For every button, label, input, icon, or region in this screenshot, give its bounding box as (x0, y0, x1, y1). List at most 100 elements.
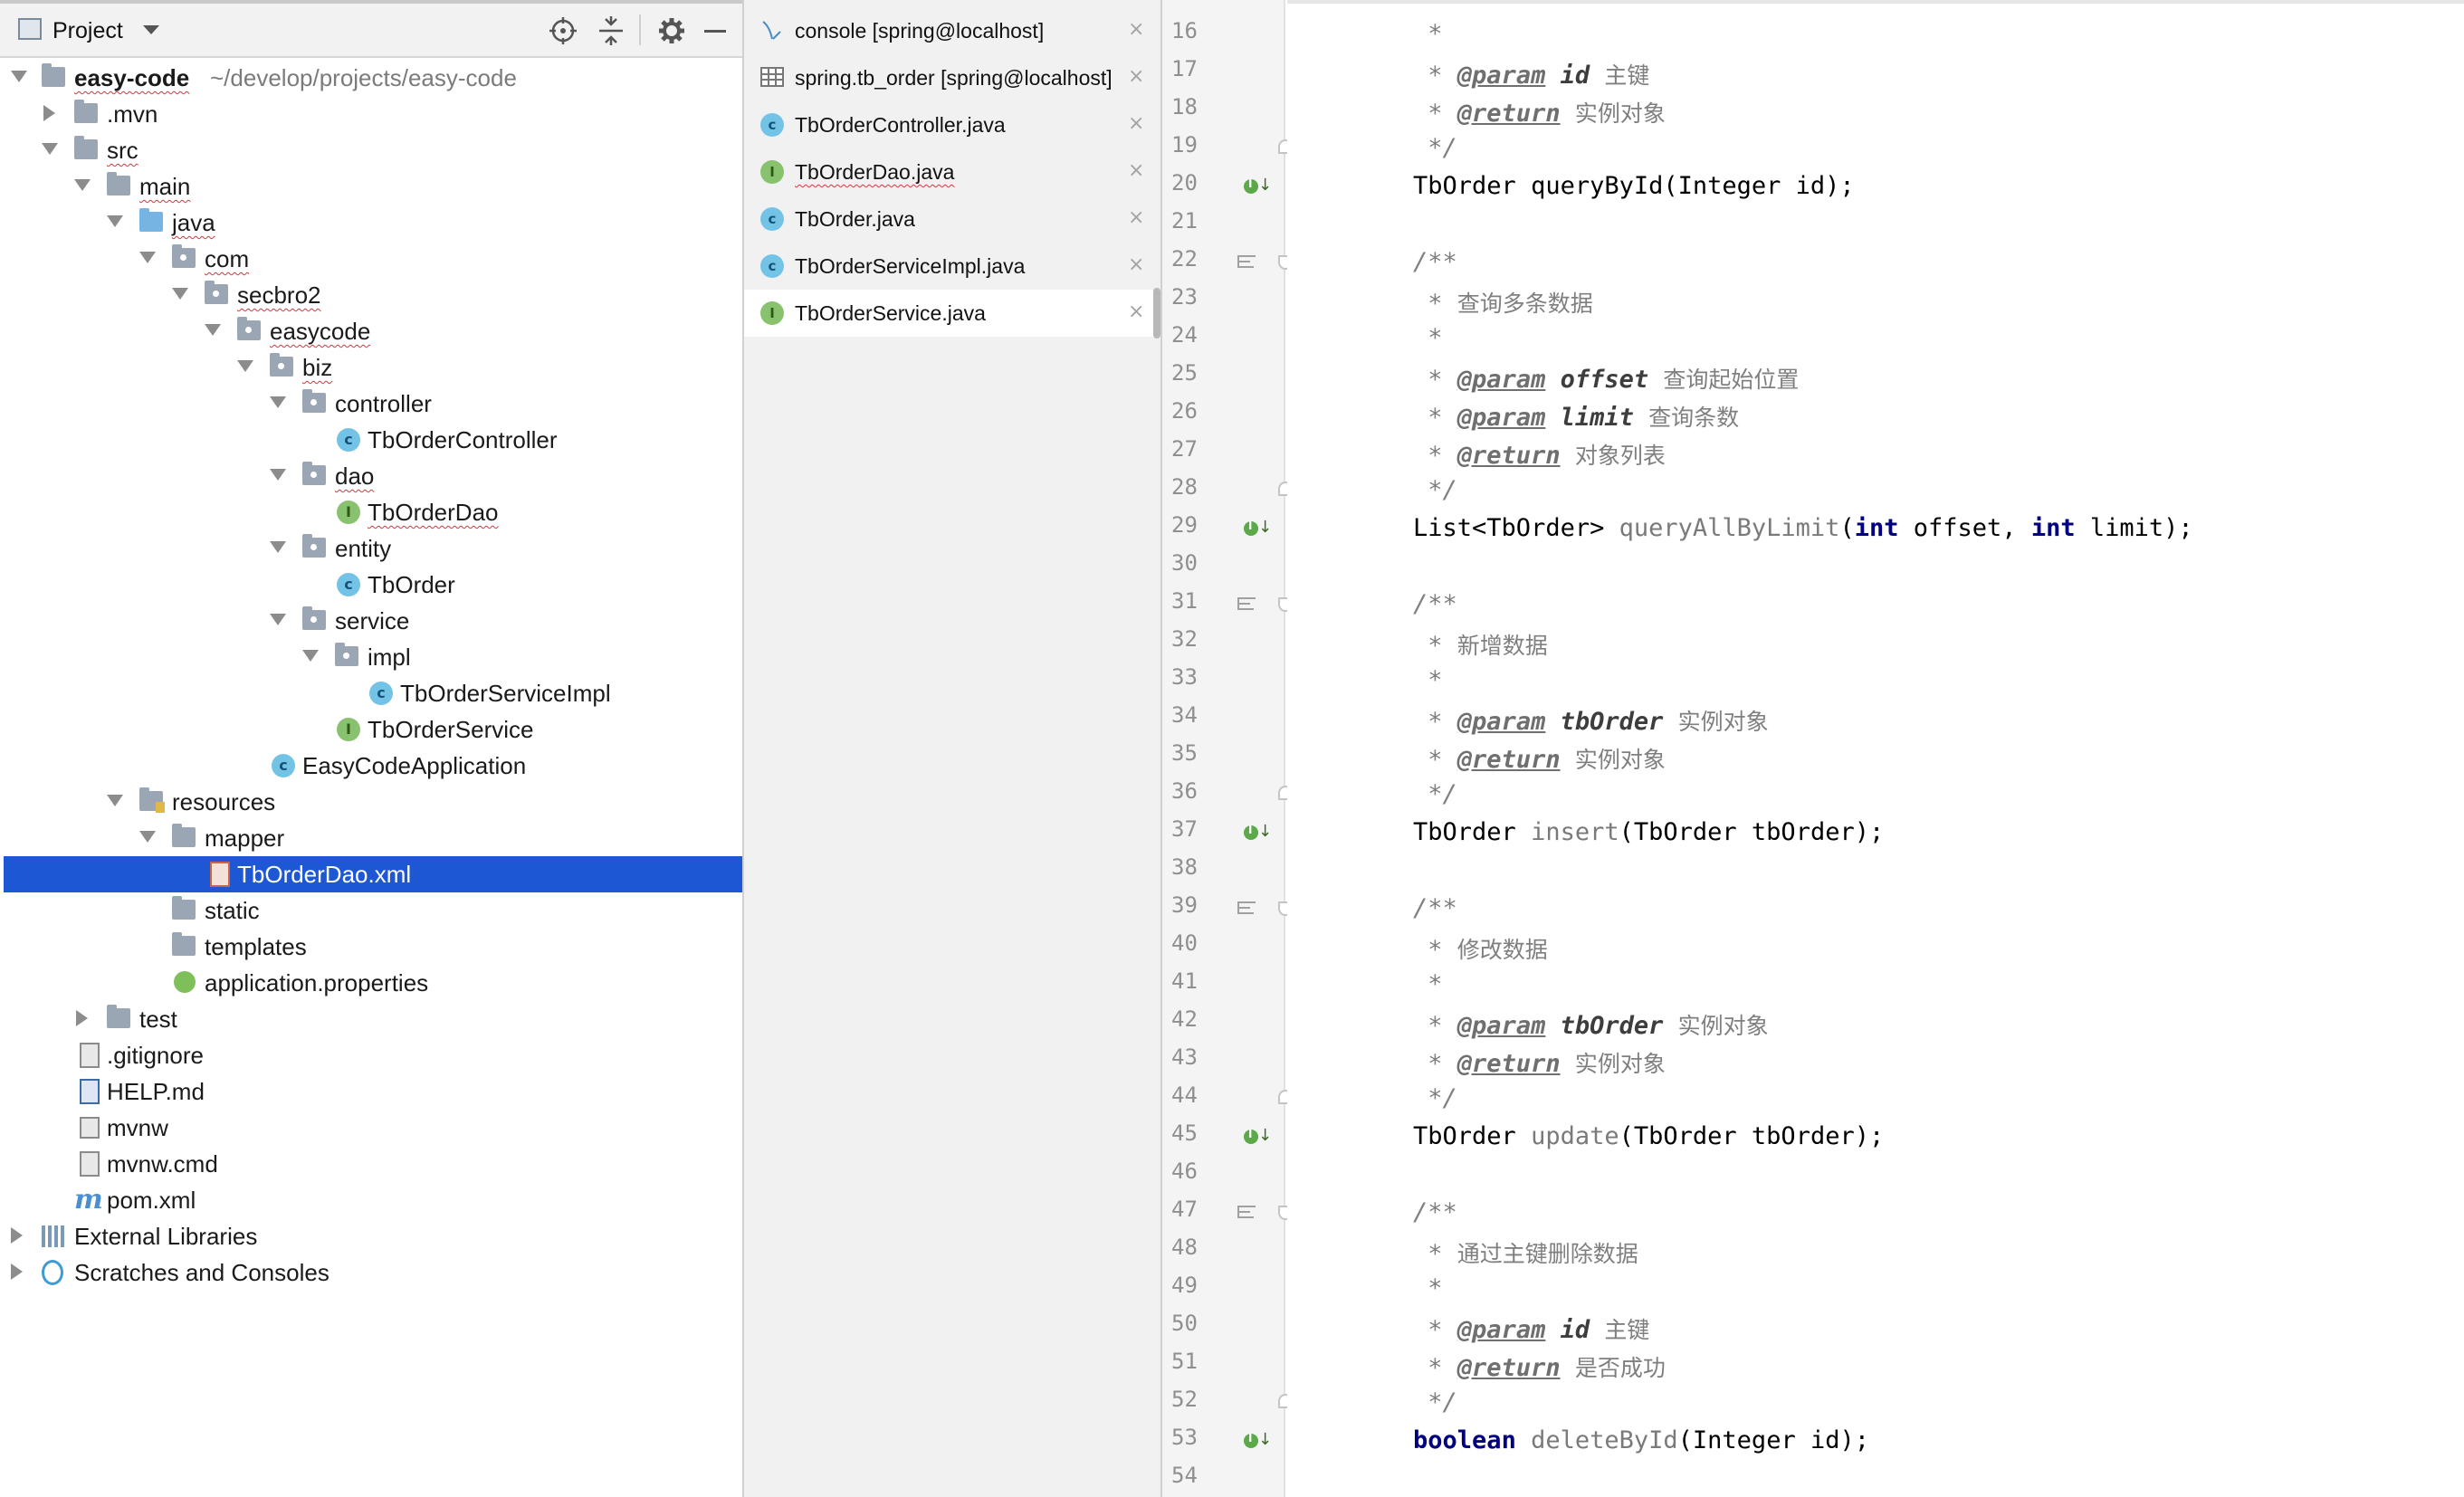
code-line[interactable]: TbOrder update(TbOrder tbOrder); (1354, 1122, 1885, 1150)
expand-arrow-icon[interactable] (139, 831, 156, 843)
expand-arrow-icon[interactable] (139, 252, 156, 263)
tree-node-external-libraries[interactable]: External Libraries (4, 1218, 742, 1254)
code-line[interactable]: TbOrder insert(TbOrder tbOrder); (1354, 818, 1885, 846)
code-line[interactable]: TbOrder queryById(Integer id); (1354, 172, 1855, 200)
tree-node-pom-xml[interactable]: m pom.xml (4, 1182, 742, 1218)
close-icon[interactable]: × (1128, 65, 1145, 88)
expand-arrow-icon[interactable] (172, 288, 188, 300)
expand-arrow-icon[interactable] (42, 143, 58, 155)
expand-arrow-icon[interactable] (270, 469, 286, 481)
implemented-gutter-icon[interactable]: ↓ (1244, 176, 1272, 196)
implemented-gutter-icon[interactable]: ↓ (1244, 1127, 1272, 1147)
tree-node-impl[interactable]: impl (4, 639, 742, 675)
collapse-arrow-icon[interactable] (11, 1227, 23, 1244)
tree-node-tborder-dao[interactable]: I TbOrderDao (4, 494, 742, 530)
code-line[interactable]: */ (1428, 1388, 1457, 1416)
tree-node-templates[interactable]: templates (4, 929, 742, 965)
code-line[interactable]: * @return 对象列表 (1428, 442, 1666, 470)
code-line[interactable]: * @param offset 查询起始位置 (1428, 366, 1800, 394)
code-line[interactable]: * 修改数据 (1428, 936, 1548, 964)
tree-node-entity[interactable]: entity (4, 530, 742, 567)
code-line[interactable]: * @return 实例对象 (1428, 1050, 1666, 1078)
code-line[interactable]: * @param id 主键 (1428, 62, 1650, 90)
tree-node-secbro2[interactable]: secbro2 (4, 277, 742, 313)
implemented-gutter-icon[interactable]: ↓ (1244, 519, 1272, 539)
tree-node-main[interactable]: main (4, 168, 742, 205)
tree-node-application-properties[interactable]: application.properties (4, 965, 742, 1001)
expand-arrow-icon[interactable] (302, 650, 319, 662)
code-line[interactable]: */ (1428, 134, 1457, 162)
tree-node-tborder-controller[interactable]: c TbOrderController (4, 422, 742, 458)
expand-arrow-icon[interactable] (237, 360, 253, 372)
tree-node-easy-code-application[interactable]: c EasyCodeApplication (4, 748, 742, 784)
implemented-gutter-icon[interactable]: ↓ (1244, 1431, 1272, 1451)
code-line[interactable]: * (1428, 970, 1443, 998)
expand-arrow-icon[interactable] (270, 396, 286, 408)
close-icon[interactable]: × (1128, 112, 1145, 135)
close-icon[interactable]: × (1128, 18, 1145, 41)
expand-arrow-icon[interactable] (74, 179, 91, 191)
code-line[interactable]: * @return 是否成功 (1428, 1354, 1666, 1382)
tree-node-java[interactable]: java (4, 205, 742, 241)
code-line[interactable]: /** (1413, 1198, 1457, 1226)
tab-tborder-service-impl[interactable]: c TbOrderServiceImpl.java × (744, 243, 1160, 290)
render-doc-icon[interactable] (1237, 901, 1256, 918)
tab-tborder-service[interactable]: I TbOrderService.java × (744, 290, 1160, 337)
code-line[interactable]: * @param tbOrder 实例对象 (1428, 708, 1769, 736)
tree-node-mapper[interactable]: mapper (4, 820, 742, 856)
code-line[interactable]: * @param tbOrder 实例对象 (1428, 1012, 1769, 1040)
tree-node-tborder-dao-xml[interactable]: TbOrderDao.xml (4, 856, 742, 892)
tree-node-mvn[interactable]: .mvn (4, 96, 742, 132)
tab-console[interactable]: console [spring@localhost] × (744, 7, 1160, 54)
code-line[interactable]: * @return 实例对象 (1428, 746, 1666, 774)
code-line[interactable]: List<TbOrder> queryAllByLimit(int offset… (1354, 514, 2193, 542)
tree-node-help-md[interactable]: HELP.md (4, 1073, 742, 1110)
tree-node-biz[interactable]: biz (4, 349, 742, 386)
tree-node-mvnw[interactable]: mvnw (4, 1110, 742, 1146)
code-line[interactable]: * 查询多条数据 (1428, 290, 1593, 318)
tree-node-static[interactable]: static (4, 892, 742, 929)
render-doc-icon[interactable] (1237, 1206, 1256, 1222)
chevron-down-icon[interactable] (143, 25, 159, 34)
tree-node-tborder-service[interactable]: I TbOrderService (4, 711, 742, 748)
collapse-arrow-icon[interactable] (43, 105, 55, 121)
code-line[interactable]: * 新增数据 (1428, 632, 1548, 660)
locate-target-icon[interactable] (549, 16, 578, 45)
tree-node-easycode[interactable]: easycode (4, 313, 742, 349)
tree-node-tborder-service-impl[interactable]: c TbOrderServiceImpl (4, 675, 742, 711)
code-line[interactable]: * (1428, 1274, 1443, 1302)
tree-node-tborder[interactable]: c TbOrder (4, 567, 742, 603)
tree-node-easy-code[interactable]: easy-code ~/develop/projects/easy-code (4, 60, 742, 96)
close-icon[interactable]: × (1128, 159, 1145, 182)
close-icon[interactable]: × (1128, 253, 1145, 276)
tab-tborder-dao[interactable]: I TbOrderDao.java × (744, 148, 1160, 195)
code-line[interactable]: * 通过主键删除数据 (1428, 1240, 1638, 1268)
expand-arrow-icon[interactable] (107, 795, 123, 806)
implemented-gutter-icon[interactable]: ↓ (1244, 823, 1272, 843)
tree-node-com[interactable]: com (4, 241, 742, 277)
tree-node-resources[interactable]: resources (4, 784, 742, 820)
project-view-selector[interactable]: Project (53, 18, 123, 43)
code-line[interactable]: */ (1428, 1084, 1457, 1112)
tree-node-dao[interactable]: dao (4, 458, 742, 494)
code-line[interactable]: /** (1413, 894, 1457, 922)
tree-node-test[interactable]: test (4, 1001, 742, 1037)
gear-icon[interactable] (657, 16, 686, 45)
expand-arrow-icon[interactable] (270, 614, 286, 625)
render-doc-icon[interactable] (1237, 255, 1256, 272)
expand-arrow-icon[interactable] (107, 215, 123, 227)
tab-tborder-controller[interactable]: c TbOrderController.java × (744, 101, 1160, 148)
expand-arrow-icon[interactable] (270, 541, 286, 553)
close-icon[interactable]: × (1128, 300, 1145, 323)
render-doc-icon[interactable] (1237, 597, 1256, 614)
collapse-arrow-icon[interactable] (76, 1010, 88, 1026)
tab-table[interactable]: spring.tb_order [spring@localhost] × (744, 54, 1160, 101)
tree-node-scratches[interactable]: Scratches and Consoles (4, 1254, 742, 1291)
expand-arrow-icon[interactable] (205, 324, 221, 336)
tree-node-service[interactable]: service (4, 603, 742, 639)
tabs-scrollbar[interactable] (1153, 288, 1160, 338)
tree-node-src[interactable]: src (4, 132, 742, 168)
expand-arrow-icon[interactable] (11, 71, 27, 82)
code-line[interactable]: /** (1413, 248, 1457, 276)
code-line[interactable]: */ (1428, 476, 1457, 504)
